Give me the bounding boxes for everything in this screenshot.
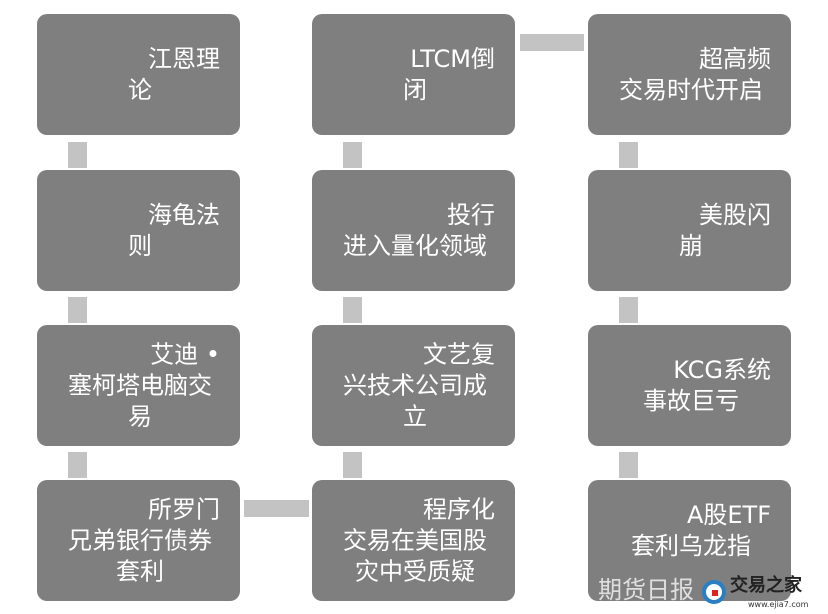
connector [619, 452, 638, 478]
timeline-box-gann-theory: 江恩理论 [37, 14, 240, 135]
box-text: 海龟法 [148, 200, 220, 229]
box-text: 兄弟银行债券 [68, 526, 212, 554]
timeline-box-seykota: 艾迪 • 塞柯塔电脑交易 [37, 325, 240, 446]
box-text: 交易时代开启 [619, 75, 763, 104]
timeline-box-renaissance: 文艺复兴技术公司成立 [312, 325, 515, 446]
box-text: LTCM倒 [410, 44, 495, 73]
box-text: 美股闪 [699, 200, 771, 229]
box-text: 套利 [116, 557, 164, 585]
connector [343, 142, 362, 168]
box-text: 易 [128, 402, 152, 430]
house-logo-icon [702, 580, 726, 604]
box-text: KCG系统 [673, 355, 771, 384]
box-text: 论 [128, 75, 152, 104]
box-text: 交易在美国股 [343, 526, 487, 554]
box-text: 崩 [679, 231, 703, 260]
connector [619, 142, 638, 168]
box-text: 艾迪 • [150, 340, 220, 368]
timeline-box-turtle-rules: 海龟法则 [37, 170, 240, 291]
box-text: 闭 [403, 75, 427, 104]
box-text: 套利乌龙指 [631, 532, 751, 560]
timeline-box-hft: 超高频交易时代开启 [588, 14, 791, 135]
box-text: 事故巨亏 [643, 386, 739, 415]
box-text: 投行 [447, 200, 495, 229]
brand-watermark: 交易之家 [730, 575, 802, 596]
box-text: 塞柯塔电脑交 [68, 371, 212, 399]
connector [343, 452, 362, 478]
box-text: 文艺复 [423, 340, 495, 368]
box-text: 江恩理 [148, 44, 220, 73]
connector [343, 297, 362, 323]
box-text: 立 [403, 402, 427, 430]
connector [68, 142, 87, 168]
connector [520, 34, 584, 51]
timeline-box-salomon: 所罗门兄弟银行债券套利 [37, 480, 240, 601]
box-text: 超高频 [699, 44, 771, 73]
timeline-box-ltcm: LTCM倒闭 [312, 14, 515, 135]
brand-url: www.ejia7.com [748, 600, 809, 609]
connector [68, 452, 87, 478]
wechat-watermark: 期货日报 [598, 576, 694, 604]
box-text: 程序化 [423, 495, 495, 523]
timeline-box-etf-fat-finger: A股ETF 套利乌龙指 [588, 480, 791, 601]
box-text: 兴技术公司成 [343, 371, 487, 399]
box-text: 则 [128, 231, 152, 260]
connector [68, 297, 87, 323]
timeline-box-investment-banks: 投行进入量化领域 [312, 170, 515, 291]
timeline-box-flash-crash: 美股闪崩 [588, 170, 791, 291]
connector [619, 297, 638, 323]
timeline-box-kcg: KCG系统事故巨亏 [588, 325, 791, 446]
timeline-box-program-trading: 程序化交易在美国股灾中受质疑 [312, 480, 515, 601]
box-text: A股ETF [686, 501, 771, 529]
box-text: 所罗门 [148, 495, 220, 523]
box-text: 进入量化领域 [343, 231, 487, 260]
connector [244, 500, 309, 517]
box-text: 灾中受质疑 [355, 557, 475, 585]
